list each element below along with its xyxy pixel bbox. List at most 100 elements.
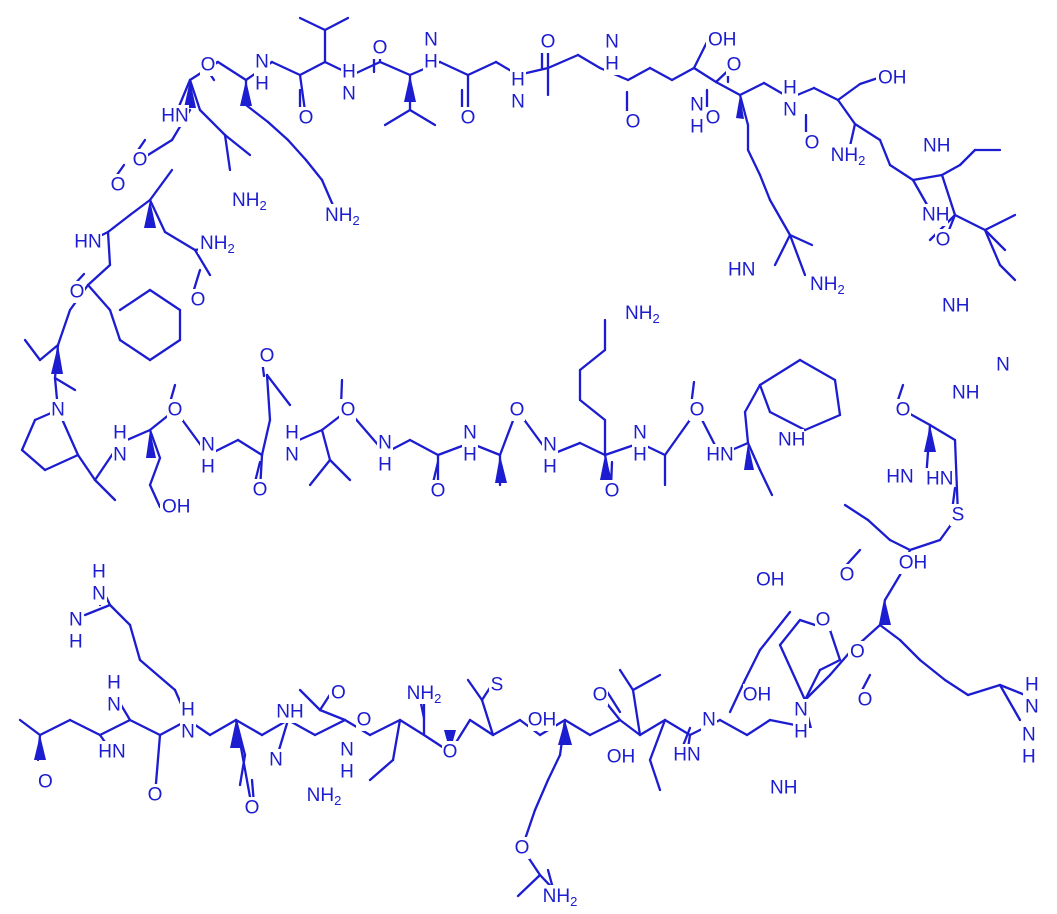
- atom-label: H: [511, 70, 525, 91]
- atom-label-backdrop: [935, 229, 951, 251]
- atom-label-backdrop: [857, 689, 873, 711]
- atom-label: S: [491, 675, 504, 696]
- atom-label-backdrop: [67, 609, 83, 631]
- single-bond: [18, 718, 42, 737]
- atom-label: O: [626, 112, 641, 133]
- single-bond: [878, 623, 902, 642]
- single-bond: [638, 718, 667, 737]
- single-bond: [378, 60, 412, 77]
- atom-label-backdrop: [706, 444, 734, 466]
- atom-label: H: [201, 457, 215, 478]
- single-bond: [83, 603, 112, 617]
- atom-label: OH: [708, 30, 737, 51]
- single-bond: [858, 76, 880, 86]
- atom-label-backdrop: [673, 744, 701, 766]
- atom-label: OH: [162, 497, 191, 518]
- atom-label: H: [690, 117, 704, 138]
- atom-label: NH: [770, 778, 797, 799]
- single-bond: [648, 718, 667, 762]
- atom-label: N: [201, 435, 215, 456]
- atom-label: N: [1022, 725, 1036, 746]
- atom-label: OH: [607, 747, 636, 768]
- single-bond: [148, 288, 182, 312]
- atom-label: H: [181, 700, 195, 721]
- single-bond: [778, 643, 807, 702]
- single-bond: [768, 198, 792, 237]
- stereo-wedge-bond: [230, 720, 242, 748]
- single-bond: [998, 263, 1017, 282]
- atom-label-backdrop: [98, 741, 126, 763]
- atom-label: N: [690, 95, 704, 116]
- single-bond: [918, 658, 947, 682]
- single-bond: [138, 658, 177, 692]
- single-bond: [20, 448, 47, 472]
- single-bond: [618, 718, 642, 737]
- atom-label: HN: [706, 445, 733, 466]
- atom-label: OH: [756, 570, 785, 591]
- atom-label-backdrop: [528, 709, 556, 731]
- atom-label: N: [1025, 697, 1039, 718]
- single-bond: [68, 718, 102, 737]
- atom-label-backdrop: [489, 674, 505, 696]
- atom-label-backdrop: [106, 672, 122, 694]
- atom-label-backdrop: [514, 837, 530, 859]
- atom-label: OH: [743, 685, 772, 706]
- atom-label: N: [463, 423, 477, 444]
- single-bond: [911, 173, 944, 182]
- atom-label-backdrop: [106, 694, 122, 716]
- atom-label: H: [605, 54, 619, 75]
- atom-label: O: [858, 690, 873, 711]
- single-bond: [953, 438, 960, 517]
- atom-label: N: [633, 423, 647, 444]
- atom-label-backdrop: [793, 699, 809, 721]
- atom-label: HN: [161, 106, 188, 127]
- atom-label-backdrop: [895, 399, 911, 421]
- atom-label: HN: [926, 469, 953, 490]
- single-bond: [208, 718, 238, 737]
- atom-label-backdrop: [726, 54, 742, 76]
- single-bond: [298, 60, 327, 77]
- atom-label: NH2: [407, 683, 442, 706]
- atom-label: H: [1025, 675, 1039, 696]
- single-bond: [828, 628, 842, 662]
- atom-label-backdrop: [632, 444, 648, 466]
- single-bond: [718, 718, 749, 737]
- atom-label-backdrop: [244, 797, 260, 819]
- atom-label-backdrop: [1020, 746, 1036, 768]
- single-bond: [128, 718, 162, 737]
- atom-label-backdrop: [510, 91, 526, 113]
- atom-label-backdrop: [372, 37, 388, 59]
- single-bond: [738, 81, 766, 97]
- atom-label-backdrop: [110, 174, 126, 196]
- atom-label-backdrop: [815, 609, 831, 631]
- double-bond-line: [604, 688, 622, 714]
- atom-label: O: [357, 710, 372, 731]
- atom-label: NH2: [831, 145, 866, 168]
- single-bond: [743, 383, 762, 414]
- atom-label: NH2: [232, 190, 267, 213]
- atom-label-backdrop: [886, 466, 914, 488]
- atom-label: H: [378, 455, 392, 476]
- single-bond: [773, 233, 792, 267]
- single-bond: [983, 228, 1007, 252]
- atom-label-backdrop: [404, 682, 444, 704]
- single-bond: [898, 638, 922, 662]
- atom-label: O: [70, 282, 85, 303]
- atom-label-backdrop: [604, 53, 620, 75]
- single-bond: [743, 648, 762, 682]
- atom-label-backdrop: [276, 701, 304, 723]
- single-bond: [692, 66, 718, 84]
- atom-label-backdrop: [254, 51, 270, 73]
- atom-label: OH: [878, 68, 907, 89]
- single-bond: [778, 618, 802, 647]
- single-bond: [546, 753, 562, 782]
- single-bond: [631, 688, 642, 737]
- atom-label-backdrop: [1023, 696, 1039, 718]
- single-bond: [260, 418, 272, 457]
- atom-label-backdrop: [132, 149, 148, 171]
- atom-label-backdrop: [377, 454, 393, 476]
- atom-label: H: [633, 445, 647, 466]
- single-bond: [745, 718, 772, 737]
- atom-label: O: [805, 133, 820, 154]
